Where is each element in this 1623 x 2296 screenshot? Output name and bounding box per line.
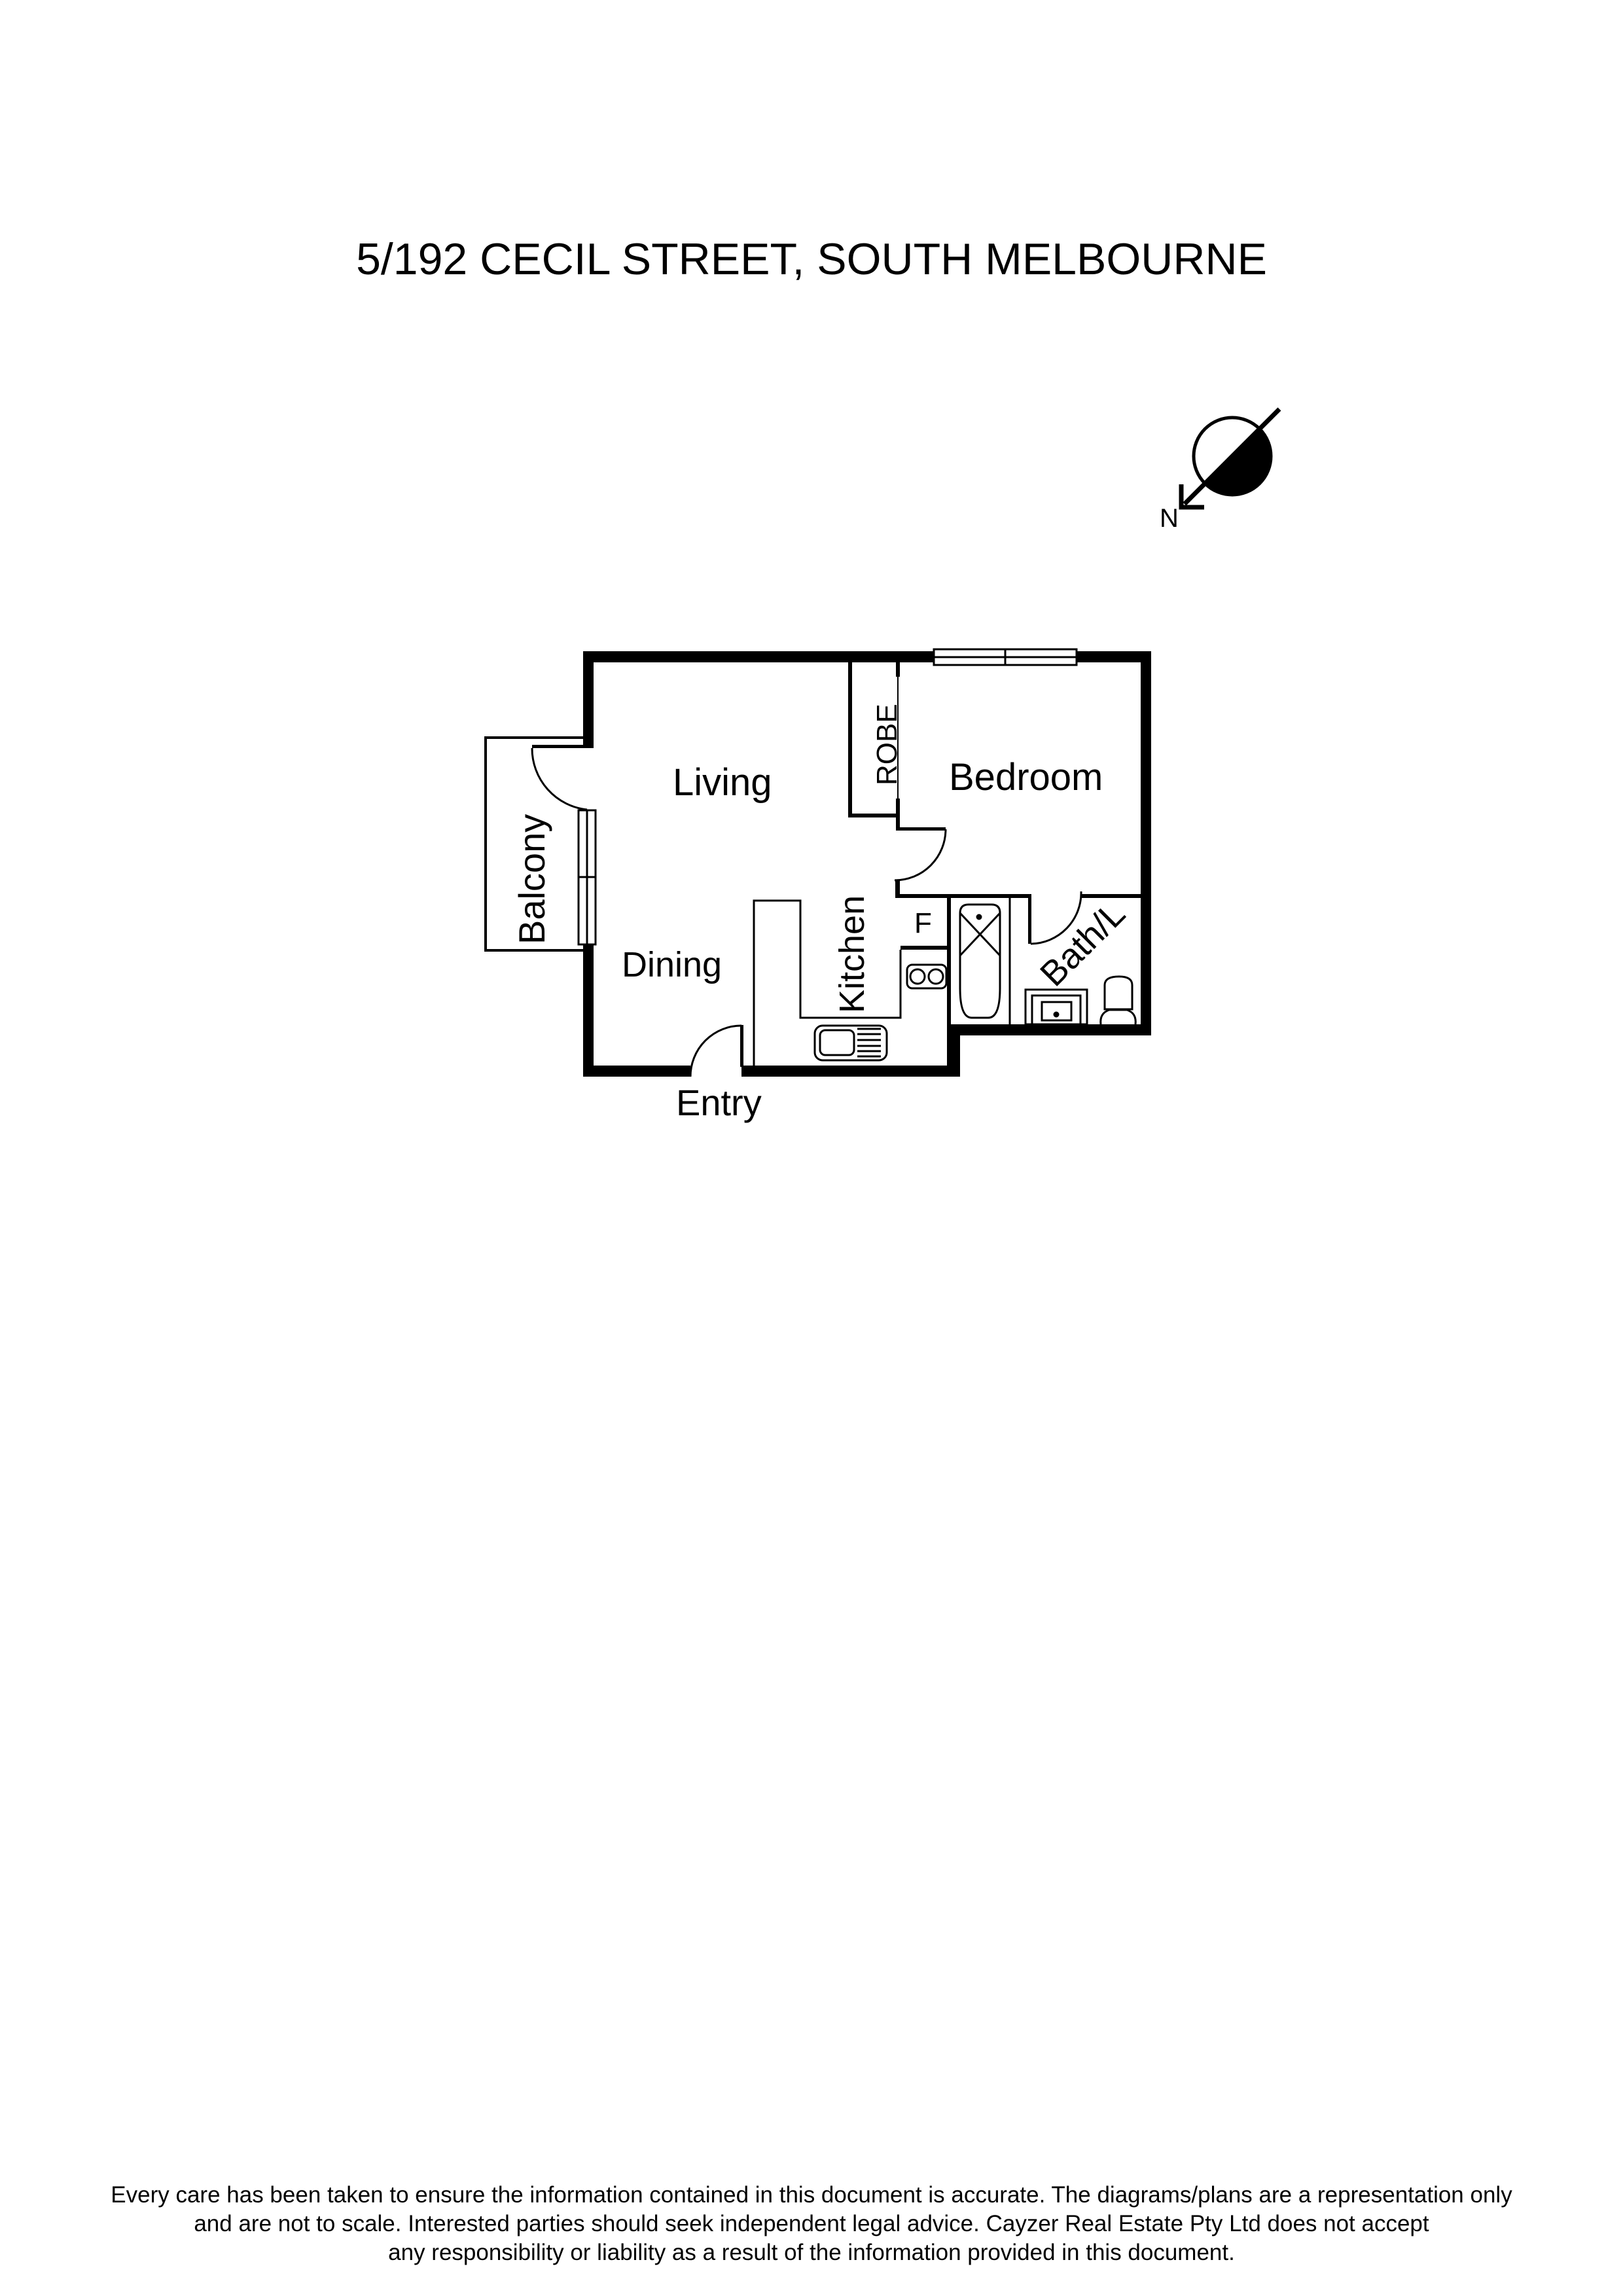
bedroom-door-icon	[894, 829, 947, 882]
disclaimer-line: and are not to scale. Interested parties…	[194, 2211, 1429, 2236]
disclaimer: Every care has been taken to ensure the …	[0, 2181, 1623, 2267]
door-swings	[531, 747, 1082, 1077]
north-arrow-icon: N	[1160, 407, 1281, 533]
room-label-dining: Dining	[622, 945, 722, 984]
sink-icon	[813, 1024, 888, 1062]
room-label-robe: ROBE	[871, 704, 903, 785]
disclaimer-line: Every care has been taken to ensure the …	[111, 2182, 1512, 2208]
cooktop-icon	[906, 963, 948, 990]
toilet-icon	[1099, 975, 1137, 1025]
interior-walls	[848, 662, 1141, 1025]
balcony-sliding-door	[577, 809, 597, 946]
vanity-basin-icon	[1024, 988, 1088, 1026]
bathtub-icon	[959, 903, 1001, 1019]
room-label-kitchen: Kitchen	[832, 895, 872, 1013]
room-label-balcony: Balcony	[511, 814, 552, 944]
balcony-outline	[484, 736, 583, 952]
kitchen-counters	[753, 899, 902, 1066]
room-label-living: Living	[673, 761, 772, 804]
balcony-door-icon	[531, 747, 588, 811]
bath-door-icon	[1030, 891, 1082, 945]
room-label-fridge: F	[914, 907, 932, 939]
exterior-walls	[532, 651, 1151, 1077]
entry-door-icon	[689, 1024, 742, 1077]
page-title: 5/192 CECIL STREET, SOUTH MELBOURNE	[356, 234, 1267, 284]
room-label-entry: Entry	[676, 1082, 762, 1123]
north-label: N	[1160, 504, 1179, 533]
room-label-bedroom: Bedroom	[949, 756, 1103, 798]
disclaimer-line: any responsibility or liability as a res…	[388, 2240, 1235, 2265]
bedroom-window	[933, 648, 1078, 666]
